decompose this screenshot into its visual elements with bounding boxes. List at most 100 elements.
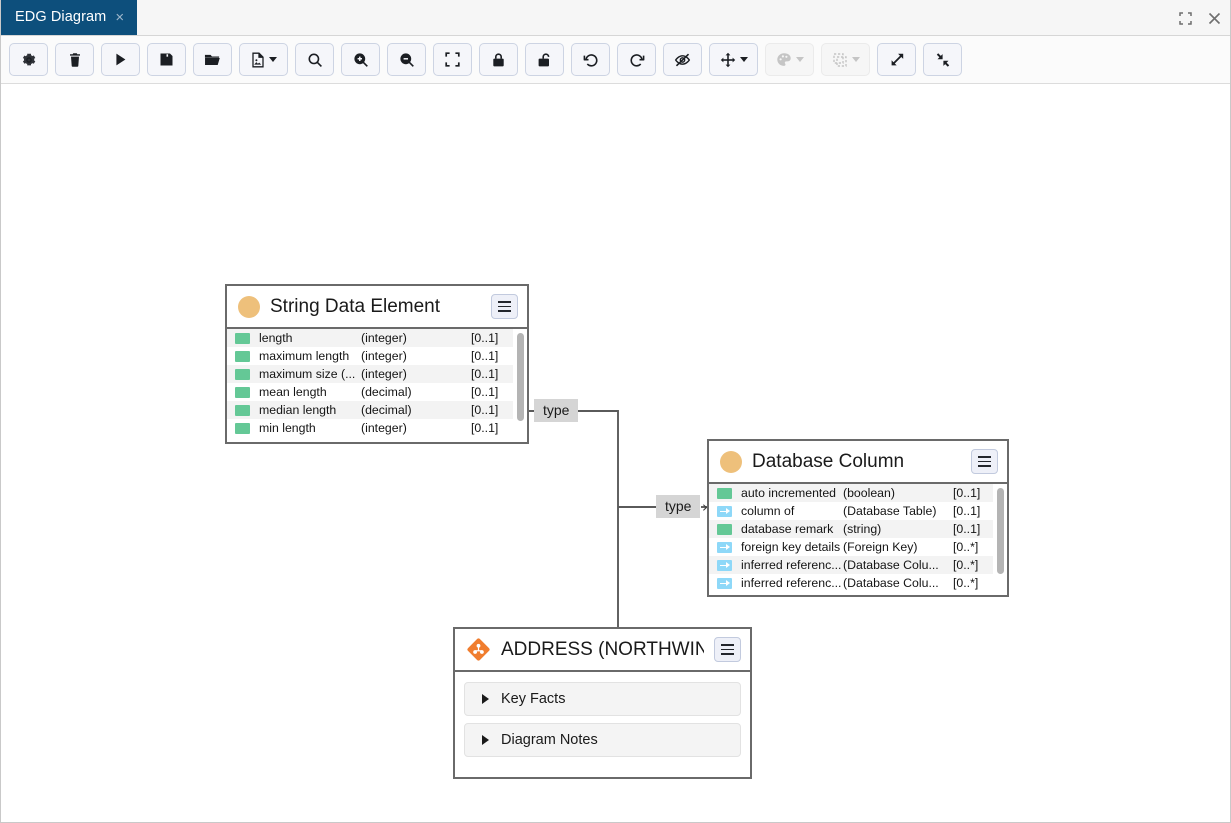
property-name: maximum size (... bbox=[259, 367, 356, 381]
undo-icon bbox=[583, 52, 599, 68]
palette-icon bbox=[776, 52, 792, 68]
properties-scrollbar-track[interactable] bbox=[993, 484, 1007, 592]
property-cardinality: [0..1] bbox=[953, 486, 981, 500]
node-address-northwind[interactable]: ADDRESS (NORTHWIN... Key Facts Diagram N… bbox=[453, 627, 752, 779]
expand-button[interactable] bbox=[877, 43, 916, 76]
property-cardinality: [0..1] bbox=[471, 403, 499, 417]
literal-property-icon bbox=[235, 386, 250, 398]
property-row[interactable]: auto incremented (boolean) [0..1] bbox=[709, 484, 1007, 502]
lock-button[interactable] bbox=[479, 43, 518, 76]
property-cardinality: [0..1] bbox=[953, 522, 981, 536]
section-diagram-notes[interactable]: Diagram Notes bbox=[464, 723, 741, 757]
node-string-data-element[interactable]: String Data Element length (integer) [0.… bbox=[225, 284, 529, 444]
property-row[interactable]: inferred referenc... (Database Colu... [… bbox=[709, 556, 1007, 574]
property-type: (integer) bbox=[361, 349, 407, 363]
section-label: Diagram Notes bbox=[501, 732, 598, 748]
zoom-in-button[interactable] bbox=[341, 43, 380, 76]
property-row[interactable]: inferred referenc... (Database Colu... [… bbox=[709, 574, 1007, 592]
node-menu-button[interactable] bbox=[714, 637, 741, 662]
property-name: column of bbox=[741, 504, 795, 518]
layout-button[interactable] bbox=[709, 43, 758, 76]
open-button[interactable] bbox=[193, 43, 232, 76]
property-row[interactable]: maximum length (integer) [0..1] bbox=[227, 347, 527, 365]
property-cardinality: [0..*] bbox=[953, 540, 979, 554]
chevron-down-icon bbox=[739, 57, 748, 62]
property-row[interactable]: database remark (string) [0..1] bbox=[709, 520, 1007, 538]
chevron-down-icon bbox=[851, 57, 860, 62]
collapse-arrows-icon bbox=[935, 52, 951, 68]
property-row[interactable]: median length (decimal) [0..1] bbox=[227, 401, 527, 419]
node-properties[interactable]: auto incremented (boolean) [0..1] column… bbox=[709, 484, 1007, 592]
maximize-icon[interactable] bbox=[1177, 10, 1193, 26]
literal-property-icon bbox=[235, 404, 250, 416]
literal-property-icon bbox=[717, 487, 732, 499]
delete-button[interactable] bbox=[55, 43, 94, 76]
tab-close-icon[interactable]: × bbox=[115, 8, 125, 26]
literal-property-icon bbox=[235, 332, 250, 344]
run-button[interactable] bbox=[101, 43, 140, 76]
reference-property-icon bbox=[717, 505, 732, 517]
edge-label-type-database-column[interactable]: type bbox=[656, 495, 701, 518]
trash-icon bbox=[67, 52, 83, 68]
node-database-column[interactable]: Database Column auto incremented (boolea… bbox=[707, 439, 1009, 597]
expand-arrows-icon bbox=[889, 52, 905, 68]
search-button[interactable] bbox=[295, 43, 334, 76]
zoom-out-icon bbox=[399, 52, 415, 68]
property-row[interactable]: min length (integer) [0..1] bbox=[227, 419, 527, 437]
property-row[interactable]: column of (Database Table) [0..1] bbox=[709, 502, 1007, 520]
zoom-in-icon bbox=[353, 52, 369, 68]
search-icon bbox=[307, 52, 323, 68]
close-icon[interactable] bbox=[1206, 10, 1222, 26]
unlock-button[interactable] bbox=[525, 43, 564, 76]
section-key-facts[interactable]: Key Facts bbox=[464, 682, 741, 716]
class-circle-icon bbox=[720, 450, 742, 473]
property-type: (integer) bbox=[361, 421, 407, 435]
diagram-canvas[interactable]: ‹ type type › String Data Element length… bbox=[1, 84, 1230, 821]
collapse-button[interactable] bbox=[923, 43, 962, 76]
settings-button[interactable] bbox=[9, 43, 48, 76]
chevron-down-icon bbox=[795, 57, 804, 62]
property-row[interactable]: mean length (decimal) [0..1] bbox=[227, 383, 527, 401]
node-menu-button[interactable] bbox=[491, 294, 518, 319]
edge-label-type-string-data-element[interactable]: type bbox=[534, 399, 579, 422]
redo-button[interactable] bbox=[617, 43, 656, 76]
property-name: foreign key details bbox=[741, 540, 841, 554]
literal-property-icon bbox=[235, 350, 250, 362]
zoom-out-button[interactable] bbox=[387, 43, 426, 76]
property-name: min length bbox=[259, 421, 316, 435]
property-row[interactable]: length (integer) [0..1] bbox=[227, 329, 527, 347]
node-title: String Data Element bbox=[270, 295, 441, 317]
redo-icon bbox=[629, 52, 645, 68]
fit-screen-button[interactable] bbox=[433, 43, 472, 76]
node-title: Database Column bbox=[752, 450, 905, 472]
orange-diamond-instance-icon bbox=[466, 637, 491, 662]
tab-bar: EDG Diagram × bbox=[1, 0, 1230, 36]
export-image-button[interactable] bbox=[239, 43, 288, 76]
property-name: inferred referenc... bbox=[741, 576, 842, 590]
tab-edg-diagram[interactable]: EDG Diagram × bbox=[1, 0, 138, 35]
property-type: (Foreign Key) bbox=[843, 540, 918, 554]
node-menu-button[interactable] bbox=[971, 449, 998, 474]
property-name: database remark bbox=[741, 522, 834, 536]
property-type: (integer) bbox=[361, 367, 407, 381]
window-controls bbox=[1177, 0, 1222, 36]
properties-scrollbar-thumb[interactable] bbox=[517, 333, 524, 421]
chevron-down-icon bbox=[268, 57, 277, 62]
literal-property-icon bbox=[235, 422, 250, 434]
literal-property-icon bbox=[235, 368, 250, 380]
undo-button[interactable] bbox=[571, 43, 610, 76]
properties-scrollbar-thumb[interactable] bbox=[997, 488, 1004, 574]
property-row[interactable]: foreign key details (Foreign Key) [0..*] bbox=[709, 538, 1007, 556]
property-name: length bbox=[259, 331, 293, 345]
properties-scrollbar-track[interactable] bbox=[513, 329, 527, 439]
reference-property-icon bbox=[717, 559, 732, 571]
section-label: Key Facts bbox=[501, 691, 566, 707]
property-type: (Database Table) bbox=[843, 504, 937, 518]
class-circle-icon bbox=[238, 295, 260, 318]
save-button[interactable] bbox=[147, 43, 186, 76]
node-header: Database Column bbox=[709, 441, 1007, 484]
property-row[interactable]: maximum size (... (integer) [0..1] bbox=[227, 365, 527, 383]
hide-button[interactable] bbox=[663, 43, 702, 76]
node-properties[interactable]: length (integer) [0..1] maximum length (… bbox=[227, 329, 527, 439]
property-type: (decimal) bbox=[361, 385, 412, 399]
